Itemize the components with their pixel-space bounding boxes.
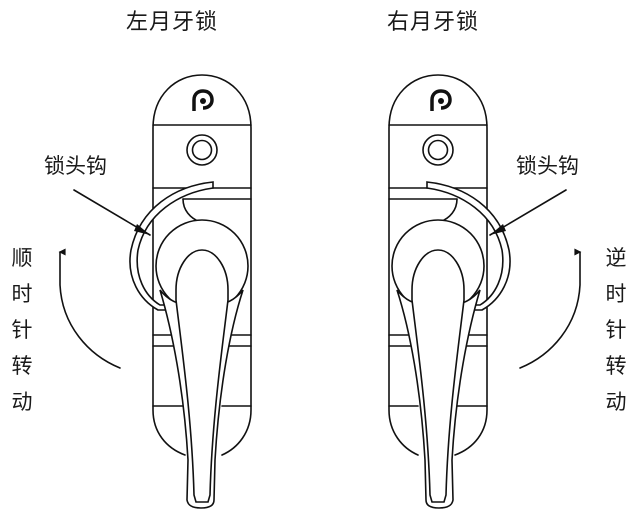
right-rotation-char: 动 [605,390,627,414]
left-rotation-label: 顺 时 针 转 动 [10,240,34,420]
right-lock-title: 右月牙锁 [387,10,480,35]
left-hook-label: 锁头钩 [44,154,107,178]
left-lock-body [152,74,252,456]
right-rotation-label: 逆 时 针 转 动 [604,240,628,420]
curved-arrow-icon [58,248,121,369]
right-handle[interactable] [396,249,481,509]
right-lock-body [388,74,488,456]
screw-ring-icon [422,134,454,166]
right-rotation-char: 针 [605,318,627,342]
right-rotation-char: 逆 [605,246,627,270]
right-rotation-char: 时 [605,282,627,306]
left-handle[interactable] [159,249,244,509]
left-rotation-char: 时 [11,282,33,306]
p-logo-icon [430,89,452,111]
screw-ring-icon [186,134,218,166]
left-rotation-char: 针 [11,318,33,342]
left-lock-title: 左月牙锁 [126,10,219,35]
curved-arrow-icon [519,248,582,369]
right-rotation-char: 转 [605,354,627,378]
left-rotation-char: 顺 [11,246,33,270]
left-rotation-char: 转 [11,354,33,378]
p-logo-icon [192,89,214,111]
right-hook-label: 锁头钩 [516,154,579,178]
left-lock [58,74,252,509]
right-lock [388,74,582,509]
left-rotation-char: 动 [11,390,33,414]
